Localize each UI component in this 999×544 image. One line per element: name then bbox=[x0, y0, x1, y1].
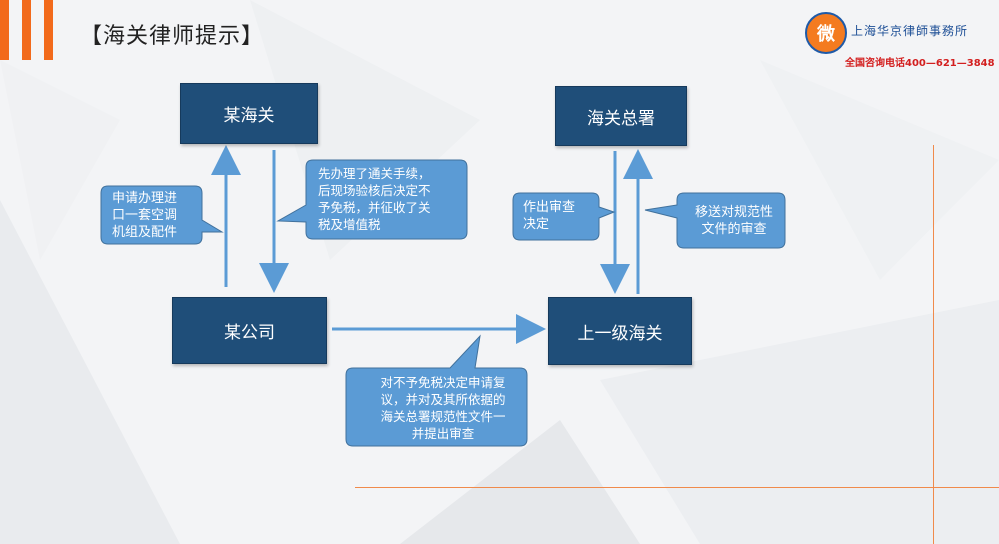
callout-line: 对不予免税决定申请复 bbox=[380, 375, 506, 390]
callout-line: 后现场验核后决定不 bbox=[318, 183, 431, 198]
callout-line: 文件的审查 bbox=[701, 222, 767, 237]
page-title: 【海关律师提示】 bbox=[80, 24, 265, 49]
callout-line: 并提出审查 bbox=[411, 426, 475, 441]
hotline-text: 全国咨询电话400—621—3848 bbox=[845, 58, 995, 69]
callout-line: 先办理了通关手续， bbox=[318, 166, 431, 181]
callout-apply-import-text: 申请办理进 口一套空调 机组及配件 bbox=[112, 190, 202, 241]
callout-line: 机组及配件 bbox=[112, 225, 178, 240]
header-accent-bar-1 bbox=[0, 0, 9, 60]
node-upper-customs: 上一级海关 bbox=[548, 297, 692, 365]
callout-transfer-review-text: 移送对规范性 文件的审查 bbox=[684, 204, 784, 238]
callout-review-request-text: 对不予免税决定申请复 议，并对及其所依据的 海关总署规范性文件一 并提出审查 bbox=[358, 374, 528, 442]
callout-line: 申请办理进 bbox=[112, 191, 178, 206]
orange-vertical-line bbox=[933, 145, 934, 544]
callout-line: 决定 bbox=[523, 217, 550, 232]
callout-line: 作出审查 bbox=[523, 200, 576, 215]
header-accent-bar-2 bbox=[22, 0, 31, 60]
firm-name: 上海华京律師事務所 bbox=[851, 24, 969, 38]
node-company: 某公司 bbox=[172, 297, 327, 364]
node-general-admin: 海关总署 bbox=[555, 86, 687, 146]
callout-line: 税及增值税 bbox=[318, 217, 381, 232]
node-customs: 某海关 bbox=[180, 83, 318, 144]
callout-transfer-review-shape bbox=[644, 192, 786, 249]
callout-apply-import-shape bbox=[100, 185, 224, 245]
firm-logo: 微 上海华京律師事務所 全国咨询电话400—621—3848 bbox=[805, 12, 995, 69]
callout-review-decision-text: 作出审查 决定 bbox=[523, 199, 603, 233]
callout-line: 议，并对及其所依据的 bbox=[380, 392, 506, 407]
callout-line: 予免税，并征收了关 bbox=[318, 200, 431, 215]
callout-line: 移送对规范性 bbox=[694, 205, 773, 220]
callout-line: 口一套空调 bbox=[112, 208, 178, 223]
callout-review-request-shape bbox=[345, 334, 528, 447]
header-accent-bar-3 bbox=[44, 0, 53, 60]
orange-horizontal-line bbox=[355, 487, 999, 488]
logo-mark: 微 bbox=[805, 12, 847, 54]
callout-line: 海关总署规范性文件一 bbox=[380, 409, 506, 424]
callout-tax-decision-shape bbox=[276, 159, 468, 240]
callout-review-decision-shape bbox=[512, 192, 616, 241]
callout-tax-decision-text: 先办理了通关手续， 后现场验核后决定不 予免税，并征收了关 税及增值税 bbox=[318, 165, 468, 233]
